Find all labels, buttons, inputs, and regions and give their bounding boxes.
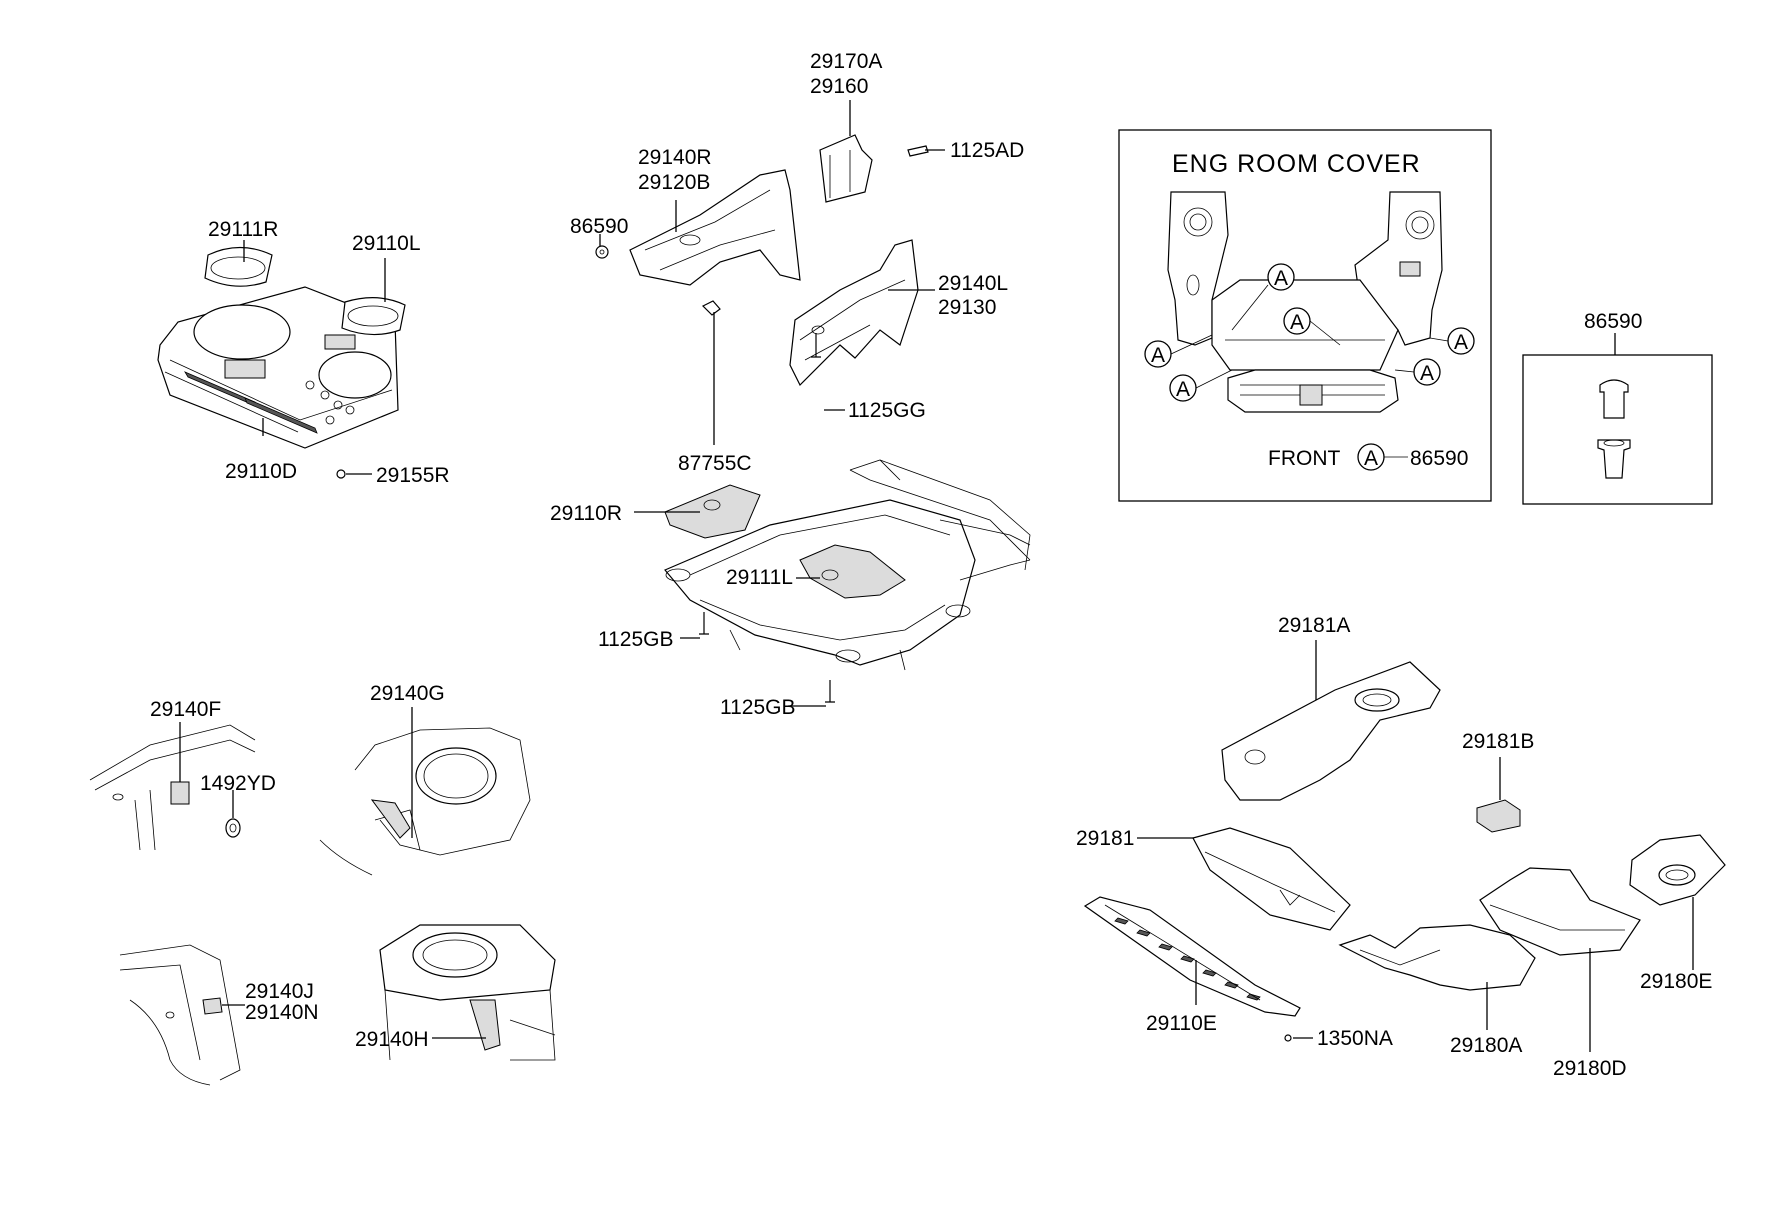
label-1350NA: 1350NA xyxy=(1317,1027,1393,1050)
label-29110R: 29110R xyxy=(550,502,622,525)
label-29110L: 29110L xyxy=(352,232,421,255)
label-1125AD: 1125AD xyxy=(950,139,1024,162)
clip-86590-left[interactable] xyxy=(595,245,609,259)
label-29140R: 29140R xyxy=(638,146,712,169)
cover-29140L[interactable] xyxy=(789,239,919,387)
bolt-1125GG[interactable] xyxy=(811,333,821,358)
cover-29181A[interactable] xyxy=(1221,661,1441,801)
marker-A-6: A xyxy=(1413,358,1441,386)
undercover-29110D[interactable] xyxy=(157,286,399,449)
bracket-29140F[interactable] xyxy=(170,781,190,805)
label-29140H: 29140H xyxy=(355,1028,429,1051)
inset-title: ENG ROOM COVER xyxy=(1172,150,1421,178)
body-29140J xyxy=(119,944,241,1086)
marker-A-5: A xyxy=(1447,327,1475,355)
bolt-1125GB-left[interactable] xyxy=(699,612,709,635)
clip-1350NA[interactable] xyxy=(1284,1034,1292,1042)
svg-text:A: A xyxy=(1151,344,1165,367)
marker-A-3: A xyxy=(1267,263,1295,291)
label-29140N: 29140N xyxy=(245,1001,319,1024)
gasket-29110L[interactable] xyxy=(341,297,406,336)
body-29140G xyxy=(319,727,531,876)
label-29170A: 29170A xyxy=(810,50,882,73)
label-1125GG: 1125GG xyxy=(848,399,926,422)
marker-A-2: A xyxy=(1169,374,1197,402)
label-86590-right: 86590 xyxy=(1584,310,1642,333)
shroud-29181[interactable] xyxy=(1192,827,1351,931)
gasket-29110R[interactable] xyxy=(664,484,761,539)
label-29140F: 29140F xyxy=(150,698,221,721)
cover-29140R[interactable] xyxy=(629,169,801,286)
label-29110D: 29110D xyxy=(225,460,297,483)
svg-text:A: A xyxy=(1274,267,1288,290)
label-1492YD: 1492YD xyxy=(200,772,276,795)
label-29160: 29160 xyxy=(810,75,868,98)
marker-A-legend: A xyxy=(1357,443,1385,471)
gasket-29111L[interactable] xyxy=(799,544,906,599)
svg-text:A: A xyxy=(1290,311,1304,334)
bracket-29140G[interactable] xyxy=(370,799,411,839)
label-1125GB-right: 1125GB xyxy=(720,696,796,719)
label-29111L: 29111L xyxy=(726,566,793,589)
label-29140J: 29140J xyxy=(245,980,314,1003)
cover-29180E[interactable] xyxy=(1629,834,1726,906)
label-29110E: 29110E xyxy=(1146,1012,1217,1035)
label-1125GB-left: 1125GB xyxy=(598,628,674,651)
marker-A-1: A xyxy=(1144,340,1172,368)
grommet-1492YD[interactable] xyxy=(225,818,241,838)
clip-87755C[interactable] xyxy=(701,300,721,316)
clip-86590-detail[interactable] xyxy=(1522,354,1713,505)
body-29140H xyxy=(379,924,556,1061)
gasket-29111R[interactable] xyxy=(204,246,273,287)
bracket-29170A[interactable] xyxy=(819,134,873,203)
label-29180D: 29180D xyxy=(1553,1057,1627,1080)
label-29120B: 29120B xyxy=(638,171,710,194)
svg-text:A: A xyxy=(1454,331,1468,354)
undercover-29180D[interactable] xyxy=(1479,867,1641,956)
bolt-1125GB-right[interactable] xyxy=(825,680,835,703)
label-29155R: 29155R xyxy=(376,464,450,487)
label-29180A: 29180A xyxy=(1450,1034,1522,1057)
label-29181: 29181 xyxy=(1076,827,1134,850)
label-87755C: 87755C xyxy=(678,452,752,475)
svg-text:A: A xyxy=(1420,362,1434,385)
front-label: FRONT xyxy=(1268,447,1340,470)
undercover-29180A[interactable] xyxy=(1338,924,1536,991)
undercover-29110E[interactable] xyxy=(1083,896,1301,1017)
svg-text:A: A xyxy=(1176,378,1190,401)
body-29140F xyxy=(89,724,256,851)
label-29140L: 29140L xyxy=(938,272,1008,295)
bracket-29140J[interactable] xyxy=(202,997,223,1015)
label-29111R: 29111R xyxy=(208,218,278,241)
clip-29155R[interactable] xyxy=(336,469,346,479)
svg-text:A: A xyxy=(1364,447,1378,470)
label-86590-left: 86590 xyxy=(570,215,628,238)
label-29140G: 29140G xyxy=(370,682,445,705)
eng-room-cover-inset: ENG ROOM COVER A A A A A A FRONT A xyxy=(1118,129,1492,502)
marker-A-4: A xyxy=(1283,307,1311,335)
label-29181B: 29181B xyxy=(1462,730,1534,753)
label-29180E: 29180E xyxy=(1640,970,1712,993)
bracket-29140H[interactable] xyxy=(469,999,501,1051)
screw-1125AD[interactable] xyxy=(907,145,929,157)
label-29181A: 29181A xyxy=(1278,614,1350,637)
front-part-number: 86590 xyxy=(1410,447,1468,470)
label-29130: 29130 xyxy=(938,296,996,319)
clip-29181B[interactable] xyxy=(1476,799,1521,833)
